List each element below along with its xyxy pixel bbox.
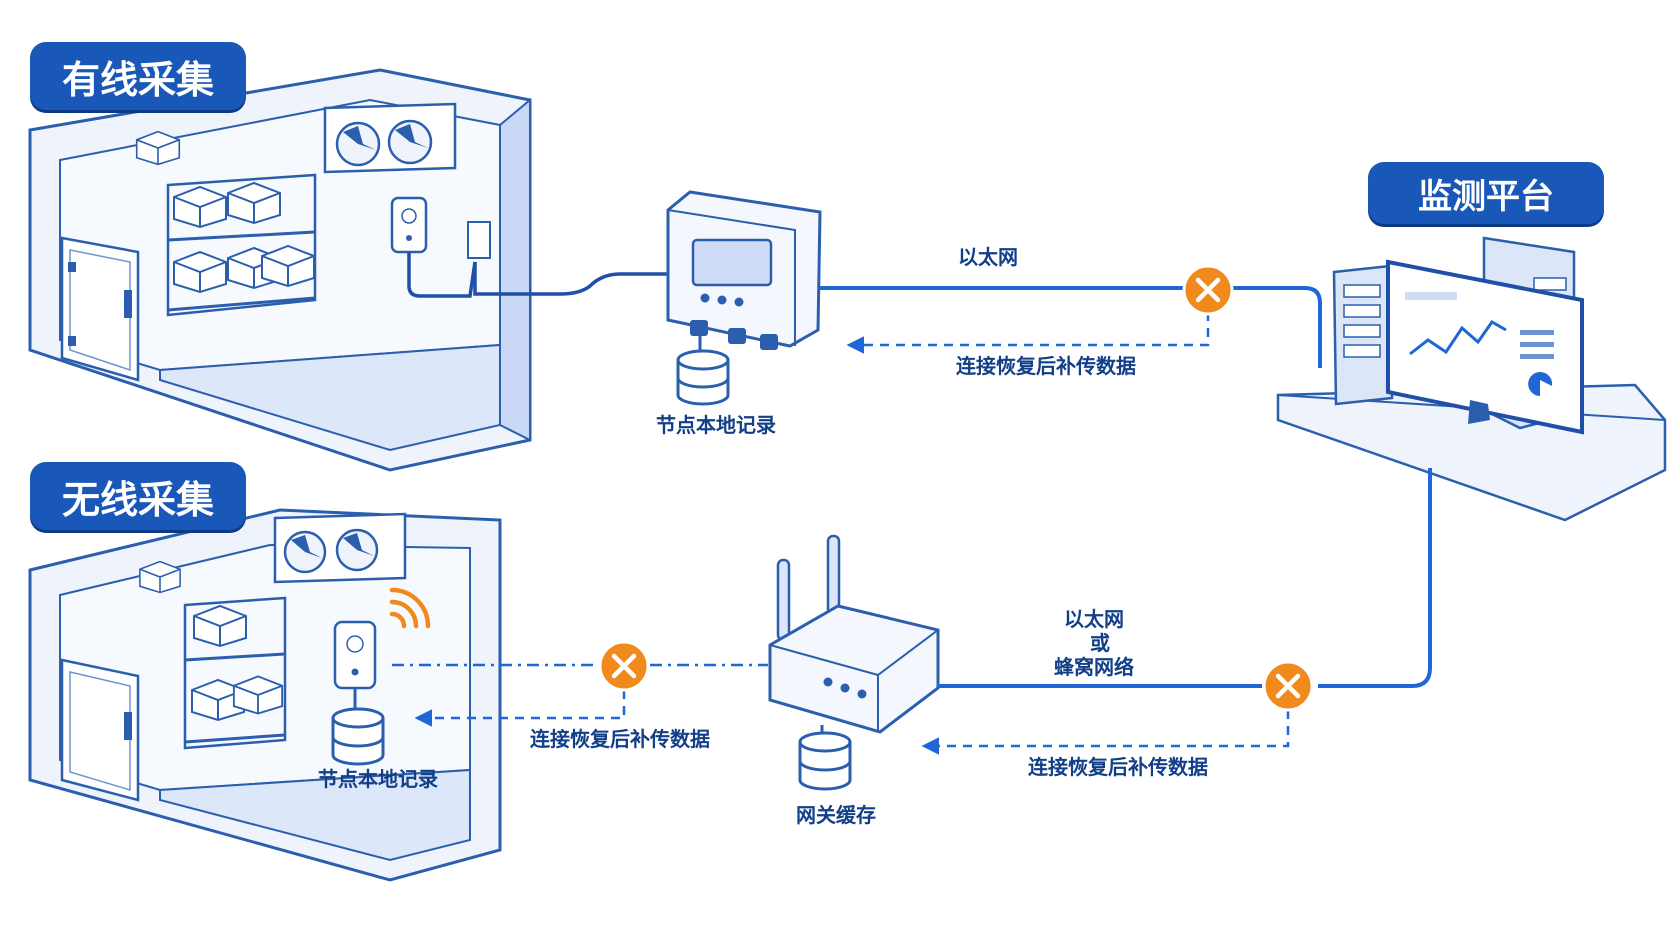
- database-icon: [331, 707, 385, 766]
- monitoring-platform-badge: 监测平台: [1368, 162, 1604, 224]
- resend-link-left: [414, 690, 626, 727]
- shelf-with-boxes-bottom: [139, 560, 287, 750]
- wireless-collection-badge: 无线采集: [30, 462, 246, 530]
- wifi-signal-icon: [389, 587, 431, 629]
- or-label: 或: [1090, 631, 1110, 655]
- sensor-icon: [390, 196, 428, 254]
- node-log-label-top: 节点本地记录: [656, 413, 776, 437]
- wired-collection-badge: 有线采集: [30, 42, 246, 110]
- fan-icon: [283, 530, 327, 574]
- shelf-with-boxes-top: [135, 130, 317, 317]
- evaporator-fan-unit-bottom: [273, 512, 407, 584]
- resend-label-right: 连接恢复后补传数据: [1028, 755, 1208, 779]
- disconnect-x-icon: [598, 640, 650, 692]
- database-icon: [798, 731, 852, 791]
- sensor-icon: [333, 620, 377, 712]
- wireless-gateway: [768, 534, 940, 742]
- gateway-cache-label: 网关缓存: [796, 803, 876, 827]
- node-log-label-bottom: 节点本地记录: [318, 767, 438, 791]
- fan-icon: [335, 528, 379, 572]
- fan-icon: [387, 119, 433, 165]
- database-icon: [676, 349, 730, 406]
- resend-label-left: 连接恢复后补传数据: [530, 727, 710, 751]
- cold-room-wired: [28, 68, 668, 472]
- disconnect-x-icon: [1182, 264, 1234, 316]
- server-icon: [1332, 264, 1394, 406]
- disconnect-x-icon: [1262, 660, 1314, 712]
- cold-room-wireless: [28, 508, 502, 882]
- wired-collector-node: [666, 190, 822, 360]
- cellular-label: 蜂窝网络: [1054, 655, 1134, 679]
- ethernet-label-bottom: 以太网: [1064, 607, 1124, 631]
- resend-link-top: [846, 312, 1210, 354]
- cold-room-door-top: [60, 236, 140, 382]
- monitoring-platform: [1276, 236, 1667, 522]
- resend-link-right: [921, 710, 1290, 755]
- cold-room-door-bottom: [60, 658, 140, 802]
- evaporator-fan-unit-top: [323, 102, 457, 174]
- monitor-chart-icon: [1386, 259, 1584, 435]
- ethernet-label-top: 以太网: [958, 245, 1018, 269]
- resend-label-top: 连接恢复后补传数据: [956, 354, 1136, 378]
- fan-icon: [335, 121, 381, 167]
